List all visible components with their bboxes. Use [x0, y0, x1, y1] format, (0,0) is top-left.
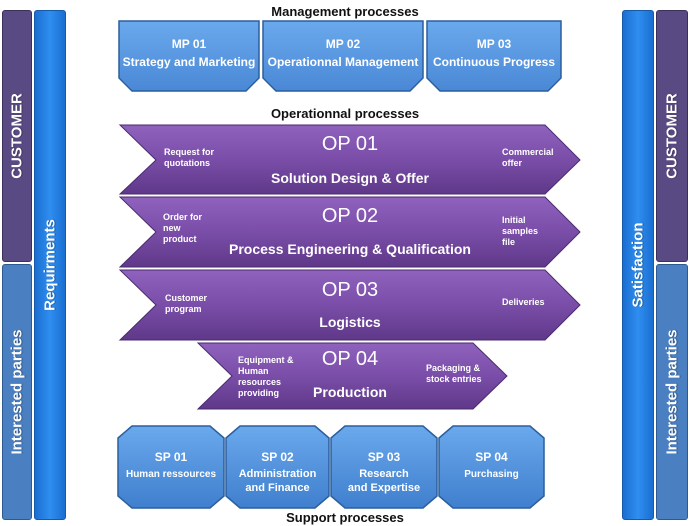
- op-03-name: Logistics: [319, 314, 381, 330]
- sp-01-name: Human ressources: [125, 469, 217, 480]
- sp-03-code: SP 03: [367, 450, 401, 464]
- mp-03-box: MP 03 Continuous Progress: [426, 20, 562, 92]
- sp-01-shape: [117, 425, 225, 509]
- op-02-name: Process Engineering & Qualification: [229, 241, 471, 257]
- sp-02-code: SP 02: [261, 450, 294, 464]
- management-processes-title: Management processes: [271, 4, 419, 19]
- op-01-arrow: [118, 124, 581, 195]
- operational-processes-title: Operationnal processes: [270, 106, 420, 121]
- op-03-arrow: [118, 269, 581, 341]
- left-customer-bar: CUSTOMER: [2, 10, 32, 262]
- sp-03-shape: [330, 425, 438, 509]
- left-interested-parties-bar: Interested parties: [2, 264, 32, 520]
- requirements-bar: Requirments: [34, 10, 66, 520]
- op-01-input: Request for quotations: [164, 147, 215, 168]
- satisfaction-bar: Satisfaction: [622, 10, 654, 520]
- op-04-output: Packaging & stock entries: [426, 363, 482, 384]
- op-02-output: Initial samples file: [502, 215, 539, 247]
- op-04-arrow: [196, 342, 508, 410]
- sp-01-code: SP 01: [154, 450, 188, 464]
- mp-03-name: Continuous Progress: [432, 55, 555, 69]
- op-04-input: Equipment & Human resources providing: [238, 355, 294, 398]
- op-02-input: Order for new product: [163, 212, 203, 244]
- sp-02-shape: [225, 425, 330, 509]
- sp-04-name: Purchasing: [464, 469, 519, 480]
- op-04-name: Production: [313, 384, 387, 400]
- sp-02-name: Administration and Finance: [238, 468, 317, 494]
- op-01-name: Solution Design & Offer: [271, 170, 429, 186]
- mp-02-box: MP 02 Operationnal Management: [262, 20, 424, 92]
- sp-04-box: SP 04 Purchasing: [439, 426, 544, 508]
- mp-01-name: Strategy and Marketing: [122, 55, 256, 69]
- op-01-output: Commercial offer: [502, 147, 554, 168]
- sp-01-box: SP 01 Human ressources: [118, 426, 224, 508]
- op-03-output: Deliveries: [502, 297, 545, 307]
- sp-02-box: SP 02 Administration and Finance: [226, 426, 329, 508]
- right-interested-parties-bar: Interested parties: [656, 264, 688, 520]
- op-03-input: Customer program: [165, 293, 208, 314]
- op-02-arrow: [118, 196, 581, 268]
- mp-02-name: Operationnal Management: [267, 55, 419, 69]
- right-customer-bar: CUSTOMER: [656, 10, 688, 262]
- op-02-code: OP 02: [321, 205, 379, 227]
- mp-01-box: MP 01 Strategy and Marketing: [118, 20, 260, 92]
- op-01-code: OP 01: [321, 133, 379, 155]
- mp-01-code: MP 01: [171, 37, 207, 51]
- op-04-code: OP 04: [321, 348, 379, 370]
- sp-03-name: Research and Expertise: [347, 468, 421, 494]
- sp-03-box: SP 03 Research and Expertise: [331, 426, 437, 508]
- mp-03-code: MP 03: [476, 37, 512, 51]
- sp-04-shape: [438, 425, 545, 509]
- support-processes-title: Support processes: [286, 510, 404, 525]
- op-03-code: OP 03: [321, 279, 379, 301]
- sp-04-code: SP 04: [475, 450, 508, 464]
- mp-02-code: MP 02: [325, 37, 361, 51]
